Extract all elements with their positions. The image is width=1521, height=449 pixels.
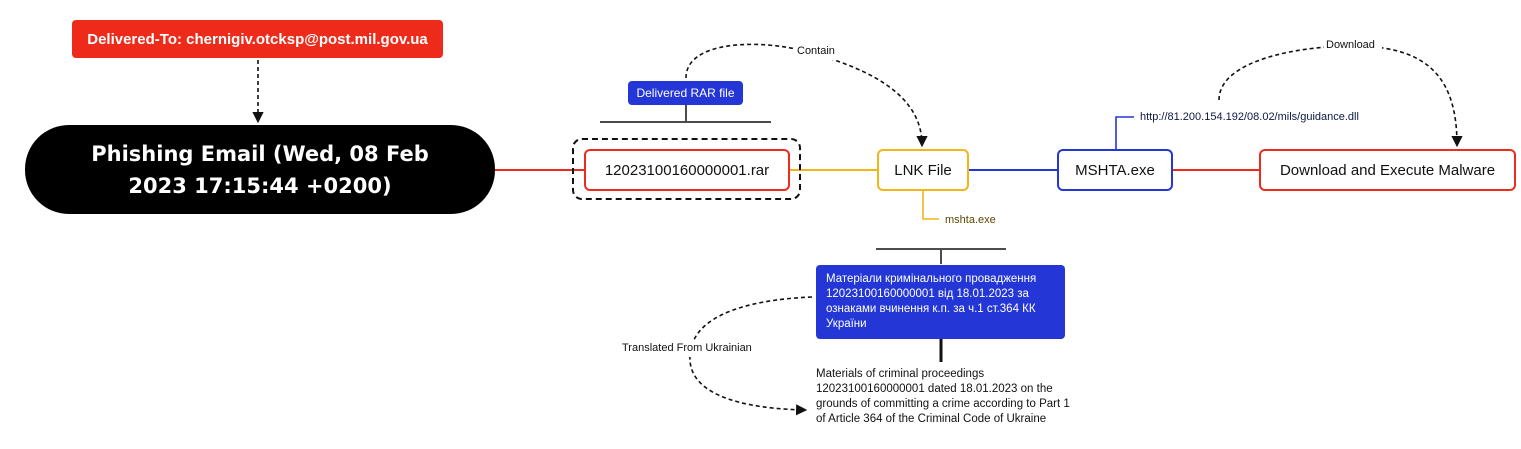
lnk-file-node: LNK File (877, 149, 969, 191)
mshta-node: MSHTA.exe (1057, 149, 1173, 191)
url-connector (1115, 116, 1134, 149)
delivered-to-box: Delivered-To: chernigiv.otcksp@post.mil.… (72, 20, 443, 58)
download-curve (1218, 45, 1463, 148)
rar-container-frame (572, 138, 801, 200)
contain-label: Contain (797, 45, 835, 57)
english-translation-text: Materials of criminal proceedings 120231… (816, 368, 1070, 425)
download-execute-node: Download and Execute Malware (1259, 149, 1516, 191)
phishing-email-node: Phishing Email (Wed, 08 Feb 2023 17:15:4… (25, 125, 495, 214)
delivered-rar-badge: Delivered RAR file (628, 81, 743, 105)
payload-url-label: http://81.200.154.192/08.02/mils/guidanc… (1140, 111, 1359, 123)
mshta-cmd-connector (922, 191, 939, 220)
download-label: Download (1326, 39, 1375, 51)
ukrainian-title-box: Матеріали кримінального провадження 1202… (816, 265, 1065, 339)
translated-label: Translated From Ukrainian (622, 342, 752, 354)
ukrainian-title-text: Матеріали кримінального провадження 1202… (826, 273, 1037, 330)
rar-file-node: 12023100160000001.rar (584, 149, 790, 191)
mshta-command-label: mshta.exe (945, 214, 996, 226)
